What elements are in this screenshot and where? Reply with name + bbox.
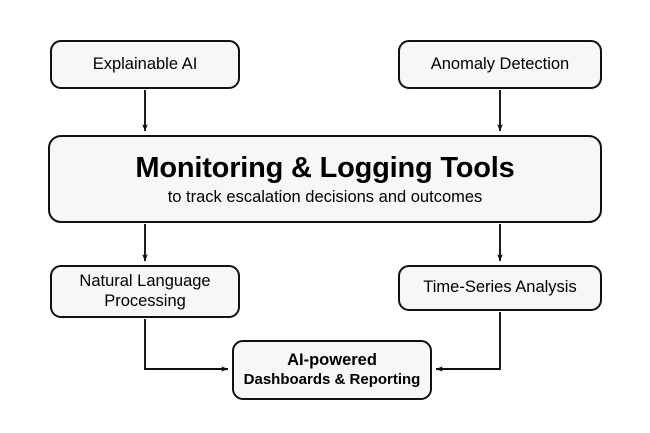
node-anomaly-detection[interactable]: Anomaly Detection bbox=[398, 40, 602, 89]
node-time-series-analysis[interactable]: Time-Series Analysis bbox=[398, 265, 602, 311]
node-natural-language-processing[interactable]: Natural Language Processing bbox=[50, 265, 240, 318]
node-ai-powered-dashboards[interactable]: AI-powered Dashboards & Reporting bbox=[232, 340, 432, 400]
node-monitoring-logging-tools-title: Monitoring & Logging Tools bbox=[135, 151, 515, 184]
node-time-series-analysis-label: Time-Series Analysis bbox=[423, 278, 577, 297]
node-monitoring-logging-tools-subtitle: to track escalation decisions and outcom… bbox=[167, 187, 483, 206]
node-explainable-ai[interactable]: Explainable AI bbox=[50, 40, 240, 89]
node-ai-powered-dashboards-subtitle: Dashboards & Reporting bbox=[243, 371, 421, 389]
node-ai-powered-dashboards-title: AI-powered bbox=[287, 350, 377, 369]
node-anomaly-detection-label: Anomaly Detection bbox=[430, 54, 570, 73]
connector-natural-language-processing-to-dashboards bbox=[144, 319, 229, 372]
node-explainable-ai-label: Explainable AI bbox=[92, 54, 198, 73]
node-monitoring-logging-tools[interactable]: Monitoring & Logging Tools to track esca… bbox=[48, 135, 602, 223]
connector-time-series-analysis-to-dashboards bbox=[435, 312, 501, 372]
node-natural-language-processing-label: Natural Language Processing bbox=[79, 272, 211, 310]
